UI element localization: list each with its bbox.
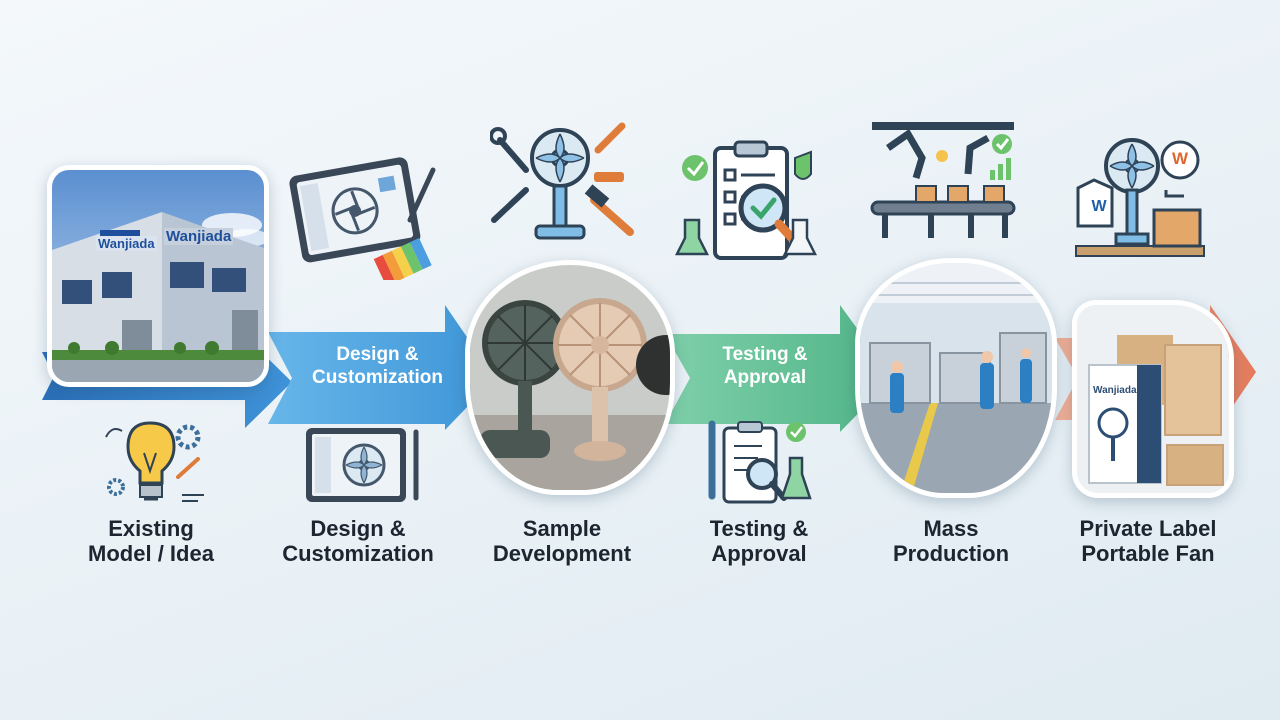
arrow-testing <box>665 305 893 432</box>
step-label-design-customization: Design &Customization <box>282 516 434 566</box>
production-line-icon <box>870 122 1016 238</box>
clipboard-magnifier-icon <box>708 420 812 504</box>
package-brand: Wanjiada <box>1093 385 1137 396</box>
fan-package-icon <box>1075 138 1205 257</box>
building-sign-left <box>100 230 140 240</box>
building-sign-left: Wanjiada <box>96 236 157 251</box>
factory-floor-photo <box>855 258 1057 498</box>
building-sign-right: Wanjiada <box>164 228 234 245</box>
fan-boxes-photo: Wanjiada <box>1072 300 1234 498</box>
fan-samples-photo <box>465 260 675 495</box>
factory-photo: Wanjiada Wanjiada <box>47 165 269 387</box>
tablet-design-icon <box>289 157 436 280</box>
arrow-testing-label: Testing & Approval <box>722 344 808 388</box>
step-label-testing-approval: Testing &Approval <box>709 516 809 566</box>
arrow-design-label: Design & Customization <box>312 344 443 388</box>
lightbulb-idea-icon <box>105 421 204 502</box>
checklist-icon <box>675 140 818 260</box>
arrow-design <box>268 305 495 430</box>
tag-letter: W <box>1091 198 1107 215</box>
bubble-letter: W <box>1171 149 1189 168</box>
tools-fan-icon <box>490 122 634 240</box>
tablet-fan-icon <box>306 428 419 502</box>
